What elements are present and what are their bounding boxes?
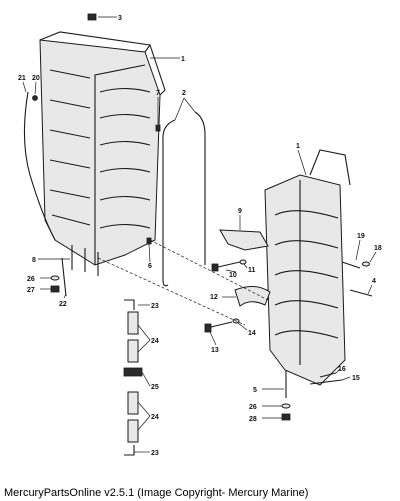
- valve-22[interactable]: [61, 257, 67, 297]
- washer-11[interactable]: [239, 259, 247, 265]
- washer-18[interactable]: [362, 261, 370, 267]
- washer-26-right[interactable]: [281, 403, 291, 409]
- dowel-pin-7[interactable]: [155, 124, 161, 132]
- right-block-cylinder-ports: [274, 210, 339, 339]
- callout-16: 16: [338, 366, 346, 373]
- callout-20: 20: [32, 75, 40, 82]
- studs-8[interactable]: [71, 245, 99, 276]
- bolt-19[interactable]: [341, 261, 361, 269]
- bolt-15[interactable]: [309, 379, 343, 385]
- nut-27-left[interactable]: [50, 285, 60, 293]
- callout-14: 14: [248, 330, 256, 337]
- washer-26-left[interactable]: [50, 275, 60, 281]
- fitting-assembly[interactable]: [123, 299, 143, 456]
- left-block-ribs: [49, 69, 91, 226]
- callout-3: 3: [118, 15, 122, 22]
- callout-23-bottom: 23: [151, 450, 159, 457]
- callout-4: 4: [372, 278, 376, 285]
- callout-5: 5: [253, 387, 257, 394]
- callout-6: 6: [148, 263, 152, 270]
- callout-1-left: 1: [181, 56, 185, 63]
- hose-fitting[interactable]: [32, 95, 38, 101]
- callout-26-right: 26: [249, 404, 257, 411]
- callout-11: 11: [248, 267, 256, 274]
- stud-4[interactable]: [349, 289, 373, 297]
- callout-25: 25: [151, 384, 159, 391]
- callout-24-top: 24: [151, 338, 159, 345]
- callout-2: 2: [182, 90, 186, 97]
- callout-labels: 3 1 21 20 7 2 1 9 19 18 11 10 4 12 14 13…: [18, 15, 382, 457]
- bolt-10[interactable]: [211, 261, 241, 272]
- gasket-seal[interactable]: [162, 119, 176, 287]
- left-cylinder-block[interactable]: [39, 31, 166, 266]
- callout-23-top: 23: [151, 303, 159, 310]
- callout-21: 21: [18, 75, 26, 82]
- nut-28[interactable]: [281, 413, 291, 421]
- exploded-parts-diagram: 3 1 21 20 7 2 1 9 19 18 11 10 4 12 14 13…: [18, 13, 382, 457]
- alignment-lines: [97, 239, 269, 326]
- callout-26-left: 26: [27, 276, 35, 283]
- callout-9: 9: [238, 208, 242, 215]
- hose[interactable]: [23, 91, 56, 241]
- callout-24-bottom: 24: [151, 414, 159, 421]
- callout-12: 12: [210, 294, 218, 301]
- leader-lines: [22, 16, 377, 453]
- callout-1-right: 1: [296, 143, 300, 150]
- bolt-16[interactable]: [319, 372, 337, 378]
- callout-7: 7: [156, 90, 160, 97]
- bolt-13[interactable]: [204, 321, 233, 333]
- callout-27: 27: [27, 287, 35, 294]
- dowel-pin-6[interactable]: [146, 237, 152, 245]
- right-cylinder-block[interactable]: [264, 149, 351, 386]
- callout-10: 10: [229, 272, 237, 279]
- nut-3[interactable]: [87, 13, 97, 21]
- callout-13: 13: [211, 347, 219, 354]
- callout-15: 15: [352, 375, 360, 382]
- bracket-12[interactable]: [234, 286, 271, 307]
- left-block-cylinder-ports: [99, 87, 151, 229]
- image-caption: MercuryPartsOnline v2.5.1 (Image Copyrig…: [4, 487, 309, 499]
- callout-22: 22: [59, 301, 67, 308]
- callout-19: 19: [357, 233, 365, 240]
- bracket-9[interactable]: [219, 229, 269, 251]
- gasket-seal-strip[interactable]: [194, 111, 206, 265]
- callout-8: 8: [32, 257, 36, 264]
- callout-18: 18: [374, 245, 382, 252]
- callout-28: 28: [249, 416, 257, 423]
